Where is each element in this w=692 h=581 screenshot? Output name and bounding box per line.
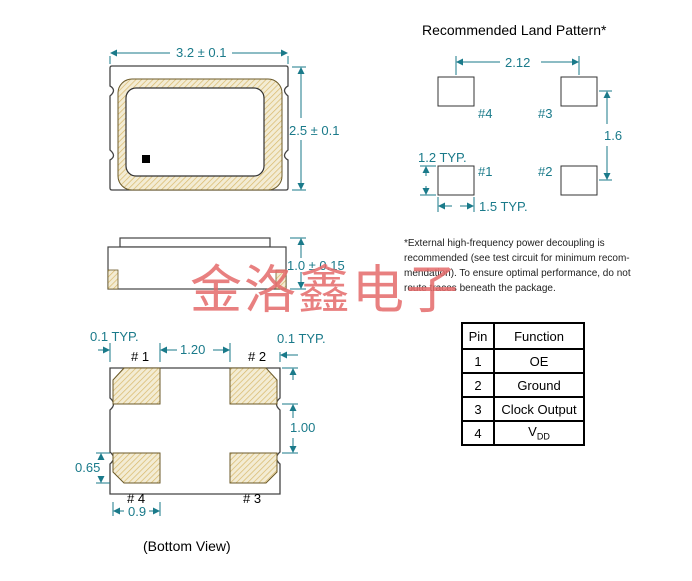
- function-cell: VDD: [493, 420, 585, 446]
- note-line: recommended (see test circuit for minimu…: [404, 253, 630, 264]
- bottom-pad3-label: # 3: [243, 491, 262, 506]
- table-row: 3 Clock Output: [461, 396, 585, 422]
- bottom-pad-1: [112, 367, 161, 405]
- top-height-dim: 2.5 ± 0.1: [289, 123, 340, 138]
- top-view: [109, 49, 306, 191]
- side-terminal-right: [275, 269, 287, 290]
- header-function: Function: [493, 322, 585, 350]
- land-pattern-title: Recommended Land Pattern*: [422, 22, 607, 38]
- bottom-view-caption: (Bottom View): [143, 538, 231, 554]
- land-h-spacing: 2.12: [505, 55, 531, 70]
- note-line: *External high-frequency power decouplin…: [404, 238, 605, 249]
- function-cell: Clock Output: [493, 396, 585, 422]
- land-pad2-label: #2: [538, 164, 553, 179]
- land-pad-width: 1.5 TYP.: [479, 199, 528, 214]
- bottom-edge-right-dim: 0.1 TYP.: [277, 331, 326, 346]
- lid: [125, 87, 265, 177]
- side-thickness-dim: 1.0 ± 0.15: [287, 258, 345, 273]
- land-pad-3: [560, 76, 598, 107]
- bottom-pad-vspacing-dim: 1.00: [290, 420, 316, 435]
- table-row: 1 OE: [461, 348, 585, 374]
- vdd-sub: DD: [536, 431, 550, 442]
- watermark: 金洛鑫电子: [190, 261, 461, 321]
- land-pad-1: [437, 165, 475, 196]
- pin-function-table: Pin Function 1 OE 2 Ground 3 Clock Outpu…: [461, 322, 585, 446]
- bottom-pad-spacing-dim: 1.20: [180, 342, 206, 357]
- land-pad-height: 1.2 TYP.: [418, 150, 467, 165]
- bottom-pad4-label: # 4: [127, 491, 146, 506]
- table-row: 2 Ground: [461, 372, 585, 398]
- pin-cell: 3: [461, 396, 495, 422]
- function-cell: Ground: [493, 372, 585, 398]
- bottom-view: [96, 343, 298, 516]
- decoupling-note: *External high-frequency power decouplin…: [404, 236, 666, 296]
- note-line: route traces beneath the package.: [404, 283, 556, 294]
- bottom-edge-left-dim: 0.1 TYP.: [90, 329, 139, 344]
- function-cell: OE: [493, 348, 585, 374]
- pin-cell: 1: [461, 348, 495, 374]
- bottom-pad1-label: # 1: [131, 349, 150, 364]
- side-view: [107, 237, 306, 290]
- land-pad-4: [437, 76, 475, 107]
- land-v-spacing: 1.6: [604, 128, 623, 143]
- bottom-pad-height-dim: 0.65: [75, 460, 101, 475]
- land-pattern: [420, 56, 612, 212]
- bottom-pad2-label: # 2: [248, 349, 267, 364]
- side-terminal-left: [107, 269, 119, 290]
- table-row: 4 VDD: [461, 420, 585, 446]
- header-pin: Pin: [461, 322, 495, 350]
- bottom-pad-2: [229, 367, 278, 405]
- note-line: mendation). To ensure optimal performanc…: [404, 268, 631, 279]
- pin-cell: 2: [461, 372, 495, 398]
- side-lid: [119, 237, 271, 248]
- pin-cell: 4: [461, 420, 495, 446]
- land-pad3-label: #3: [538, 106, 553, 121]
- top-width-dim: 3.2 ± 0.1: [176, 45, 227, 60]
- land-pad1-label: #1: [478, 164, 493, 179]
- vdd-v: V: [528, 424, 537, 440]
- side-body: [107, 246, 287, 290]
- bottom-pad-3: [229, 452, 278, 484]
- pin1-marker: [142, 155, 150, 163]
- bottom-pad-4: [112, 452, 161, 484]
- land-pad-2: [560, 165, 598, 196]
- bottom-pad-width-dim: 0.9: [128, 504, 147, 519]
- land-pad4-label: #4: [478, 106, 493, 121]
- table-header-row: Pin Function: [461, 322, 585, 350]
